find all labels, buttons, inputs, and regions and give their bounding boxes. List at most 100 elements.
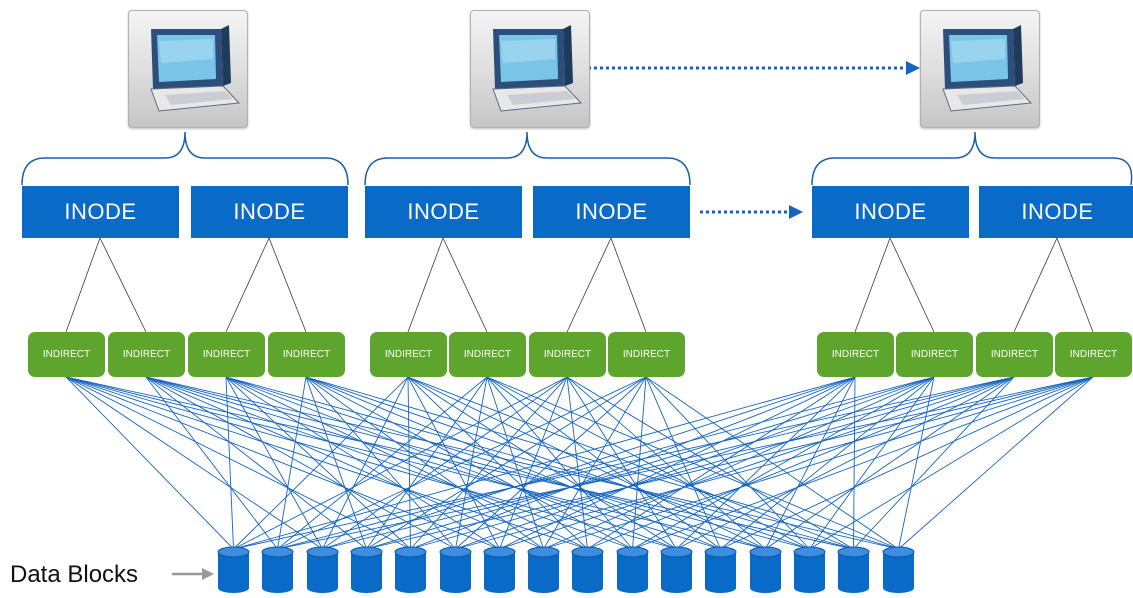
block-pointer-line: [566, 376, 766, 550]
block-pointer-line: [305, 376, 544, 550]
block-pointer-line: [809, 376, 1094, 550]
data-block: [483, 546, 516, 594]
block-pointer-line: [407, 376, 677, 550]
block-pointer-line: [233, 376, 856, 550]
block-pointer-line: [65, 376, 677, 550]
data-block: [793, 546, 826, 594]
inode-box: INODE: [22, 186, 179, 238]
block-pointer-line: [233, 376, 409, 550]
brace-1: [21, 131, 349, 186]
block-pointer-line: [305, 376, 633, 550]
block-pointer-line: [499, 376, 856, 550]
indirect-block: INDIRECT: [108, 332, 185, 377]
block-pointer-line: [676, 376, 1015, 550]
block-pointer-line: [233, 376, 568, 550]
inode-box: INODE: [812, 186, 969, 238]
inode-pointer-line: [1056, 237, 1094, 333]
block-pointer-line: [455, 376, 935, 550]
block-pointer-lines: [65, 376, 1094, 550]
inode-pointer-line: [566, 237, 612, 333]
block-pointer-line: [305, 376, 810, 550]
block-pointer-line: [305, 376, 899, 550]
inode-pointer-line: [610, 237, 647, 333]
indirect-block: INDIRECT: [188, 332, 265, 377]
block-pointer-line: [632, 376, 1094, 550]
block-pointer-line: [225, 376, 588, 550]
inode-box: INODE: [365, 186, 522, 238]
block-pointer-line: [277, 376, 647, 550]
computer-icon: [492, 25, 583, 112]
data-block: [704, 546, 737, 594]
inode-pointer-line: [99, 237, 147, 333]
data-block: [837, 546, 870, 594]
data-block: [749, 546, 782, 594]
inode-pointer-line: [268, 237, 307, 333]
brace-3: [811, 131, 1133, 186]
indirect-block: INDIRECT: [608, 332, 685, 377]
computer-icon: [942, 25, 1033, 112]
block-pointer-line: [410, 376, 1015, 550]
block-pointer-line: [407, 376, 854, 550]
indirect-block: INDIRECT: [817, 332, 894, 377]
data-block: [527, 546, 560, 594]
block-pointer-line: [145, 376, 544, 550]
indirect-block: INDIRECT: [28, 332, 105, 377]
data-block: [350, 546, 383, 594]
arrowhead-inodes: [789, 205, 803, 219]
indirect-block: INDIRECT: [370, 332, 447, 377]
indirect-block: INDIRECT: [529, 332, 606, 377]
computer-1: [128, 10, 248, 128]
block-pointer-line: [366, 376, 1094, 550]
inode-box: INODE: [533, 186, 690, 238]
block-pointer-line: [407, 376, 500, 550]
block-pointer-line: [543, 376, 1094, 550]
block-pointer-line: [65, 376, 588, 550]
arrowhead-computers: [906, 61, 920, 75]
inode-pointer-line: [65, 237, 101, 333]
indirect-block: INDIRECT: [976, 332, 1053, 377]
block-pointer-line: [65, 376, 411, 550]
block-pointer-line: [305, 376, 367, 550]
indirect-block: INDIRECT: [896, 332, 973, 377]
block-pointer-line: [407, 376, 588, 550]
inode-pointer-line: [889, 237, 935, 333]
computer-3: [920, 10, 1040, 128]
block-pointer-line: [720, 376, 1094, 550]
block-pointer-line: [233, 376, 1015, 550]
block-pointer-line: [305, 376, 456, 550]
block-pointer-line: [455, 376, 1094, 550]
block-pointer-line: [322, 376, 1015, 550]
data-blocks-arrowhead: [202, 568, 214, 580]
block-pointer-line: [898, 376, 1094, 550]
block-pointer-line: [853, 376, 856, 550]
block-pointer-line: [499, 376, 1015, 550]
block-pointer-line: [65, 376, 500, 550]
indirect-block: INDIRECT: [268, 332, 345, 377]
inode-pointer-line: [854, 237, 891, 333]
computer-icon: [150, 25, 241, 112]
block-pointer-line: [720, 376, 935, 550]
block-pointer-line: [366, 376, 935, 550]
data-block: [394, 546, 427, 594]
block-pointer-line: [65, 376, 323, 550]
inode-pointer-line: [225, 237, 270, 333]
inode-pointer-line: [442, 237, 488, 333]
data-blocks-label: Data Blocks: [10, 561, 139, 588]
data-block: [616, 546, 649, 594]
block-pointer-line: [322, 376, 568, 550]
data-block: [571, 546, 604, 594]
block-pointer-line: [543, 376, 935, 550]
block-pointer-line: [225, 376, 323, 550]
brace-2: [364, 131, 691, 186]
block-pointer-line: [145, 376, 456, 550]
inode-pointer-line: [1013, 237, 1058, 333]
data-block: [439, 546, 472, 594]
block-pointer-line: [145, 376, 278, 550]
block-pointer-line: [410, 376, 856, 550]
block-pointer-line: [65, 376, 234, 550]
block-pointer-line: [277, 376, 1094, 550]
inode-box: INODE: [979, 186, 1133, 238]
indirect-block: INDIRECT: [449, 332, 526, 377]
block-pointer-line: [225, 376, 411, 550]
